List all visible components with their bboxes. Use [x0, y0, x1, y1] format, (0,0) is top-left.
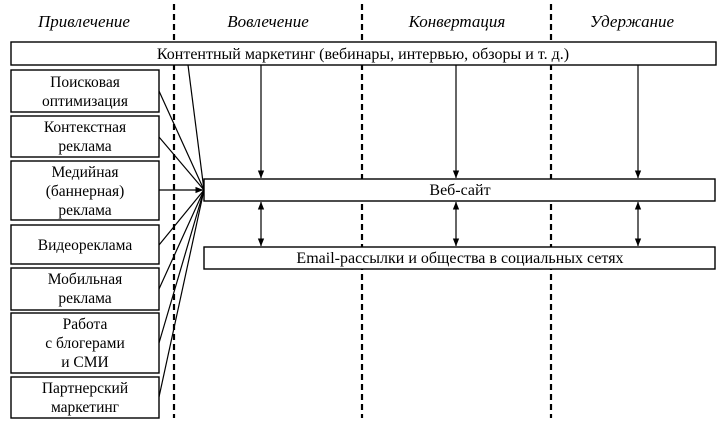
channel-video-ads: Видеореклама [10, 224, 160, 265]
channel-seo-line-2: оптимизация [42, 93, 128, 110]
channel-video-ads-line-1: Видеореклама [38, 237, 133, 254]
channel-seo-line-1: Поисковая [50, 74, 120, 91]
channel-affiliate: Партнерский маркетинг [10, 376, 160, 419]
stage-retention: Удержание [590, 12, 675, 31]
channel-affiliate-line-2: маркетинг [51, 399, 119, 416]
channel-mobile-ads-line-2: реклама [58, 290, 111, 307]
channel-bloggers-media-line-3: и СМИ [61, 354, 108, 371]
channel-mobile-ads: Мобильная реклама [10, 267, 160, 311]
link-mobile-ads [158, 189, 205, 290]
channel-banner-ads: Медийная (баннерная) реклама [10, 160, 160, 221]
stage-dividers [172, 4, 553, 418]
email-social-box: Email-рассылки и общества в социальных с… [203, 246, 716, 270]
content-marketing-label: Контентный маркетинг (вебинары, интервью… [157, 46, 569, 63]
stage-headers: Привлечение Вовлечение Конвертация Удерж… [37, 12, 675, 31]
channel-bloggers-media-line-1: Работа [63, 316, 108, 333]
link-bloggers-media [158, 189, 205, 344]
channel-boxes: Поисковая оптимизация Контекстная реклам… [10, 69, 160, 419]
stage-conversion: Конвертация [408, 12, 506, 31]
channel-to-website-links [158, 64, 205, 398]
channel-bloggers-media-line-2: с блогерами [45, 335, 125, 352]
link-seo [158, 90, 205, 191]
email-social-label: Email-рассылки и общества в социальных с… [296, 250, 623, 267]
website-label: Веб-сайт [429, 182, 490, 199]
channel-context-ads-line-1: Контекстная [44, 119, 126, 136]
channel-mobile-ads-line-1: Мобильная [48, 271, 122, 288]
channel-banner-ads-line-2: (баннерная) [46, 183, 125, 200]
channel-affiliate-line-1: Партнерский [42, 380, 128, 397]
content-marketing-box: Контентный маркетинг (вебинары, интервью… [10, 41, 717, 66]
stage-attraction: Привлечение [37, 12, 130, 31]
content-to-website-arrows [257, 65, 642, 179]
link-context-ads [158, 136, 205, 191]
channel-context-ads-line-2: реклама [58, 138, 111, 155]
link-video-ads [158, 189, 205, 246]
link-affiliate [158, 189, 205, 398]
channel-context-ads: Контекстная реклама [10, 115, 160, 158]
channel-banner-ads-line-1: Медийная [51, 164, 118, 181]
website-email-arrows [257, 201, 642, 247]
channel-seo: Поисковая оптимизация [10, 69, 160, 113]
website-box: Веб-сайт [203, 178, 716, 202]
stage-engagement: Вовлечение [227, 12, 309, 31]
channel-bloggers-media: Работа с блогерами и СМИ [10, 312, 160, 374]
channel-banner-ads-line-3: реклама [58, 202, 111, 219]
link-content-marketing [187, 64, 205, 191]
